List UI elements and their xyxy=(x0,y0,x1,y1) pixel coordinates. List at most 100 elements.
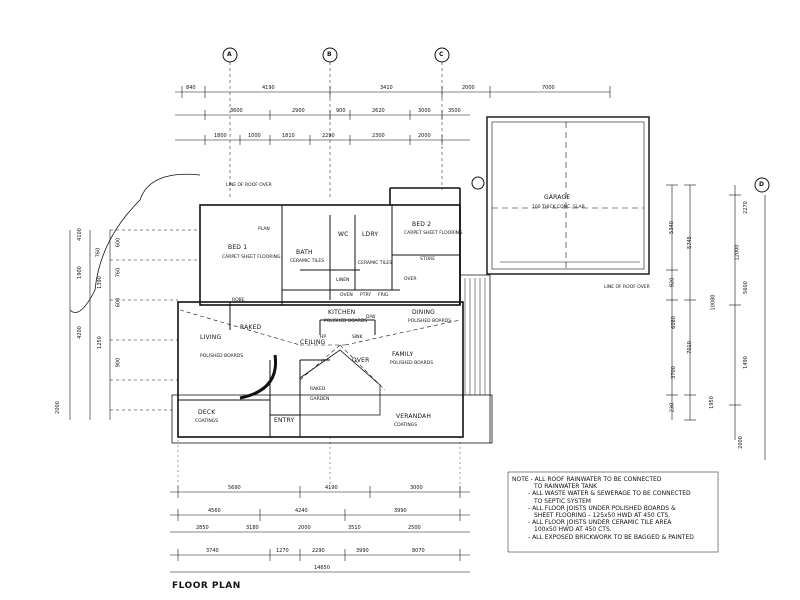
dim-top2-2: 2900 xyxy=(292,108,305,114)
dim-bot3-1: 2850 xyxy=(196,525,209,531)
room-deck-desc: COATINGS xyxy=(195,419,219,424)
note-line: - ALL FLOOR JOISTS UNDER CERAMIC TILE AR… xyxy=(528,519,672,527)
dim-left-4: 1390 xyxy=(96,276,103,289)
label-dw: D/W xyxy=(366,315,376,320)
room-garage: GARAGE xyxy=(544,194,571,201)
dim-top-3: 3410 xyxy=(380,85,393,91)
label-line-roof-top: LINE OF ROOF OVER xyxy=(226,183,272,188)
grid-marker-b xyxy=(322,47,338,200)
note-line: - ALL WASTE WATER & SEWERAGE TO BE CONNE… xyxy=(528,490,691,498)
label-over-2: OVER xyxy=(404,277,417,282)
room-garden: GARDEN xyxy=(310,397,330,402)
dim-right-12: 920 xyxy=(669,277,676,288)
house-walls xyxy=(177,187,464,438)
room-entry: ENTRY xyxy=(274,417,295,424)
dim-right-5: 2270 xyxy=(742,201,749,214)
dim-right-4: 7010 xyxy=(686,341,693,354)
room-bath: BATH xyxy=(296,249,313,256)
dim-left-11: 900 xyxy=(115,357,122,368)
grid-marker-a xyxy=(222,47,238,200)
curved-wall xyxy=(239,354,278,400)
label-store: STORE xyxy=(420,257,436,262)
dim-left-8: 600 xyxy=(115,297,122,308)
dim-bot3-4: 3510 xyxy=(348,525,361,531)
room-kitchen-desc: POLISHED BOARDS xyxy=(324,319,368,324)
grid-label-a: A xyxy=(227,51,232,58)
grid-label-c: C xyxy=(439,51,444,58)
label-raked: RAKED xyxy=(240,324,262,331)
dim-top3-6: 2000 xyxy=(418,133,431,139)
label-linen: LINEN xyxy=(336,278,350,283)
dim-left-9: 1250 xyxy=(96,336,103,349)
dim-left-6: 600 xyxy=(115,237,122,248)
room-kitchen: KITCHEN xyxy=(328,309,356,316)
label-over: OVER xyxy=(352,357,370,364)
dim-bot1-2: 4190 xyxy=(325,485,338,491)
dim-top2-4: 2620 xyxy=(372,108,385,114)
room-bath-desc: CERAMIC TILES xyxy=(290,259,325,264)
dim-top-1: 840 xyxy=(186,85,196,91)
room-bed1-desc: CARPET SHEET FLOORING xyxy=(222,255,281,260)
label-pantry: PTRY xyxy=(360,293,372,298)
dim-bot2-2: 4240 xyxy=(295,508,308,514)
drawing-title: FLOOR PLAN xyxy=(172,581,241,591)
label-sink: SINK xyxy=(352,335,363,340)
note-line: TO RAINWATER TANK xyxy=(534,483,598,491)
dim-left-1: 4100 xyxy=(76,228,83,241)
dim-right-3: 5745 xyxy=(686,236,693,249)
dim-right-10: 1950 xyxy=(708,396,715,409)
interior-walls xyxy=(178,205,460,437)
room-verandah: VERANDAH xyxy=(396,413,432,420)
label-plan: PLAN xyxy=(258,227,270,232)
dim-top2-3: 900 xyxy=(336,108,346,114)
dim-bot3-2: 3180 xyxy=(246,525,259,531)
dim-left-3: 760 xyxy=(95,247,102,258)
label-robe: ROBE xyxy=(232,298,245,303)
dim-bot4-4: 3990 xyxy=(356,548,369,554)
garage-outline xyxy=(486,116,650,275)
right-dimension-lines xyxy=(666,184,766,460)
dim-right-11: 6080 xyxy=(670,316,677,329)
dim-left-2: 1900 xyxy=(76,266,83,279)
room-bed2-desc: CARPET SHEET FLOORING xyxy=(404,231,463,236)
dim-top-4: 2000 xyxy=(462,85,475,91)
label-line-roof-garage: LINE OF ROOF OVER xyxy=(604,285,650,290)
note-line: TO SEPTIC SYSTEM xyxy=(534,497,591,505)
room-ldry: LDRY xyxy=(362,231,379,238)
note-line: - ALL EXPOSED BRICKWORK TO BE BAGGED & P… xyxy=(528,533,694,541)
site-boundary xyxy=(69,173,201,313)
dim-top2-5: 3000 xyxy=(418,108,431,114)
note-line: NOTE - ALL ROOF RAINWATER TO BE CONNECTE… xyxy=(512,476,662,483)
label-hp: HP xyxy=(320,335,327,340)
room-living: LIVING xyxy=(200,334,222,341)
room-wc: WC xyxy=(338,231,349,238)
raked-ceiling-lines xyxy=(179,309,461,391)
dim-top2-1: 3600 xyxy=(230,108,243,114)
note-line: SHEET FLOORING - 125x50 HWD AT 450 CTS. xyxy=(534,511,671,519)
label-raked-2: RAKED xyxy=(310,387,326,392)
dim-top-5: 7000 xyxy=(542,85,555,91)
dim-bot1-3: 3000 xyxy=(410,485,423,491)
grid-label-d: D xyxy=(759,181,764,188)
dim-right-13: 3700 xyxy=(670,366,677,379)
garden-area xyxy=(299,349,381,416)
top-dimension-lines xyxy=(175,86,611,145)
room-ldry-desc: CERAMIC TILES xyxy=(358,261,393,266)
room-bed2: BED 2 xyxy=(412,221,432,228)
dim-top2-6: 3500 xyxy=(448,108,461,114)
room-verandah-desc: COATINGS xyxy=(394,423,418,428)
verandah-boards xyxy=(464,278,486,395)
dim-left-7: 760 xyxy=(115,267,122,278)
label-fridge: FRIG xyxy=(378,293,389,298)
room-living-desc: POLISHED BOARDS xyxy=(200,354,244,359)
dim-right-14: 230 xyxy=(669,402,676,413)
dim-bot2-1: 4560 xyxy=(208,508,221,514)
room-dining: DINING xyxy=(412,309,435,316)
dim-right-7: 1490 xyxy=(742,356,749,369)
bottom-dimension-lines xyxy=(170,486,470,573)
dim-bot-total: 14650 xyxy=(314,565,330,571)
dim-bot4-3: 2290 xyxy=(312,548,325,554)
room-bed1: BED 1 xyxy=(228,244,248,251)
dim-top-2: 4190 xyxy=(262,85,275,91)
